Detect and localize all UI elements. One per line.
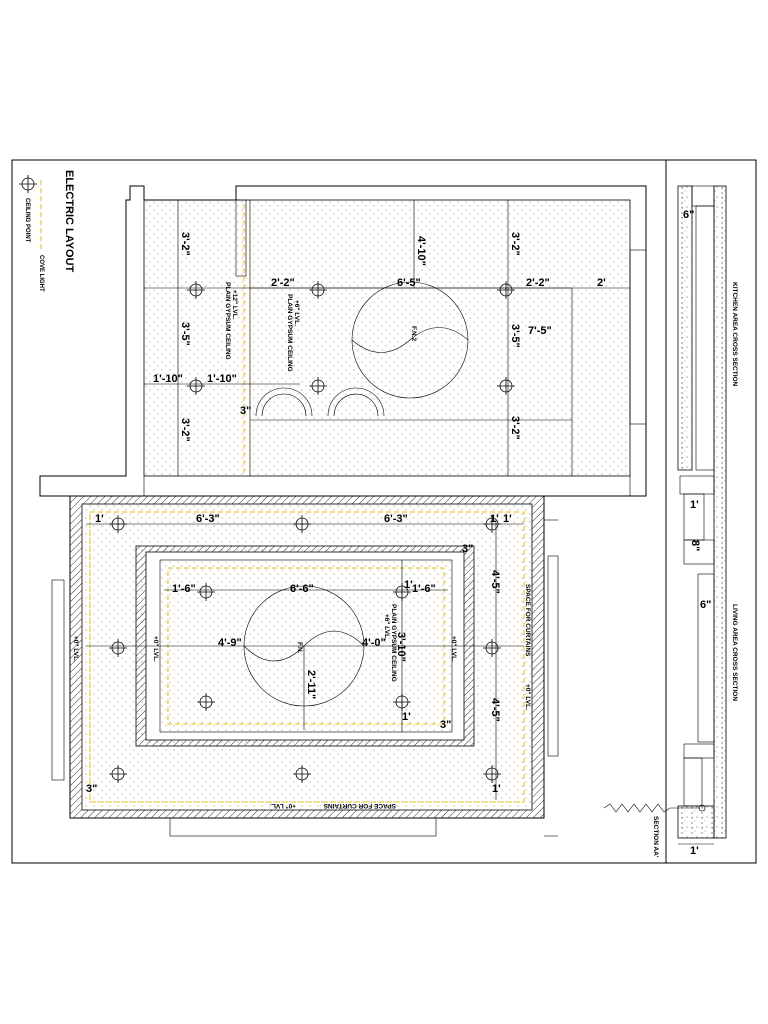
living-dim: 1': [402, 711, 411, 723]
living-plan: 1' 6'-3" 6'-3" 1' 1' 3" 1'-6" 6'-6" 1' 1…: [51, 495, 559, 837]
kitchen-dim: 1'-10": [153, 373, 183, 385]
living-dim: 1': [490, 513, 499, 525]
kitchen-dim: 3'-5": [509, 324, 521, 348]
kitchen-dim: 3'-2": [179, 232, 191, 256]
section-dim: 1': [690, 845, 699, 857]
living-dim: 4'-0": [362, 637, 386, 649]
kitchen-dim: 3": [240, 405, 251, 417]
kitchen-dim: 4'-10": [415, 236, 427, 266]
cross-section: 6" 1' 6" 8" 1' KITCHEN AREA CROSS SECTIO…: [603, 185, 738, 858]
living-curtain-note: SPACE FOR CURTAINS: [323, 802, 396, 809]
living-dim: 3": [440, 719, 451, 731]
kitchen-section-label: KITCHEN AREA CROSS SECTION: [731, 282, 738, 387]
living-ceiling-note: PLAIN GYPSUM CEILING: [390, 604, 397, 682]
kitchen-dim: 3'-2": [179, 418, 191, 442]
living-section-label: LIVING AREA CROSS SECTION: [731, 604, 738, 701]
legend-cove-light-label: COVE LIGHT: [38, 255, 44, 292]
living-dim: 1': [95, 513, 104, 525]
section-dim: 8": [689, 540, 701, 551]
living-dim: 1'-6": [172, 583, 196, 595]
section-dim: 6": [683, 209, 694, 221]
living-level-tag: +0" LVL.: [152, 636, 159, 662]
section-aa-label: SECTION AA': [652, 816, 659, 858]
sheet-border: [11, 159, 757, 864]
kitchen-dim: 1'-10": [207, 373, 237, 385]
kitchen-ceiling: [143, 199, 631, 477]
living-level-tag: +0" LVL.: [72, 636, 79, 662]
kitchen-dim: 2'-2": [526, 277, 550, 289]
legend-ceiling-point-label: CEILING POINT: [24, 198, 30, 243]
living-window-bottom: [169, 817, 437, 837]
living-dim: 3": [462, 543, 473, 555]
living-dim: 6'-3": [196, 513, 220, 525]
living-window-right: [547, 555, 559, 757]
living-dim: 2'-11": [305, 670, 317, 699]
living-dim: 1': [404, 579, 413, 591]
living-window-left: [51, 579, 65, 781]
kitchen-dim: 2': [597, 277, 606, 289]
legend: CEILING POINT COVE LIGHT: [18, 174, 44, 292]
living-curtain-level: +0" LVL.: [270, 802, 296, 809]
kitchen-fan-label: F.N.2: [410, 326, 417, 342]
living-dim: 1': [503, 513, 512, 525]
living-dim: 1': [492, 783, 501, 795]
kitchen-dim: 2'-2": [271, 277, 295, 289]
kitchen-dim: 3'-2": [509, 232, 521, 256]
living-fan-label: F.N.: [296, 642, 303, 654]
section-dim: 6": [700, 599, 711, 611]
kitchen-plan: 3'-2" 3'-5" 3'-2" 4'-10" 3'-2" 3'-5" 3'-…: [39, 185, 647, 497]
kitchen-ceiling-note: PLAIN GYPSUM CEILING: [224, 282, 231, 360]
living-dim: 4'-5": [489, 570, 501, 594]
title-block: ELECTRIC LAYOUT: [63, 170, 75, 273]
living-dim: 3": [86, 783, 97, 795]
drawing-title: ELECTRIC LAYOUT: [63, 170, 75, 273]
living-dim: 6'-6": [290, 583, 314, 595]
living-dim: 6'-3": [384, 513, 408, 525]
living-dim: 4'-9": [218, 637, 242, 649]
living-dim: 3'-10": [395, 632, 407, 662]
kitchen-ceiling-level: +6" LVL.: [293, 300, 300, 326]
kitchen-window: [629, 249, 647, 425]
living-curtain-level: +0" LVL.: [524, 684, 531, 710]
living-ceiling-level: +6" LVL.: [383, 614, 390, 640]
kitchen-dim: 3'-2": [509, 416, 521, 440]
kitchen-dim: 6'-5": [397, 277, 421, 289]
kitchen-dim: 7'-5": [528, 325, 552, 337]
kitchen-dim: 3'-5": [179, 322, 191, 346]
kitchen-ceiling-note: PLAIN GYPSUM CEILING: [286, 294, 293, 372]
living-dim: 4'-5": [489, 698, 501, 722]
section-dim: 1': [690, 499, 699, 511]
living-dim: 1'-6": [412, 583, 436, 595]
living-level-tag: +0" LVL.: [450, 636, 457, 662]
legend-ceiling-point-icon: [18, 174, 38, 194]
kitchen-ceiling-level: +12" LVL.: [231, 290, 238, 320]
living-curtain-note: SPACE FOR CURTAINS: [524, 584, 531, 657]
living-cove-light: [89, 511, 525, 803]
